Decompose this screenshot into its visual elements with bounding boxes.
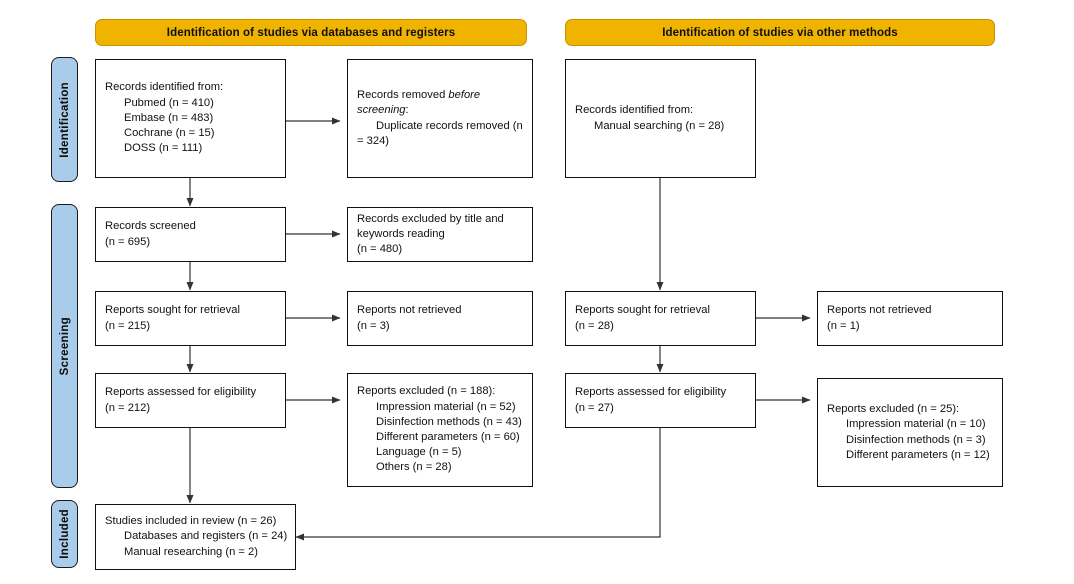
stage-label-identification: Identification <box>51 57 78 182</box>
box-line: Others (n = 28) <box>376 461 452 474</box>
box-line: Disinfection methods (n = 3) <box>846 433 986 446</box>
box-line: DOSS (n = 111) <box>124 142 203 155</box>
box-line: Records excluded by title and <box>357 212 504 225</box>
box-line: Reports assessed for eligibility <box>575 386 727 399</box>
box-line: (n = 1) <box>827 319 860 332</box>
box-line: Duplicate records removed (n <box>376 119 523 132</box>
box-line: keywords reading <box>357 227 445 240</box>
box-line: (n = 480) <box>357 243 403 256</box>
box-line: Disinfection methods (n = 43) <box>376 415 522 428</box>
box-line: = 324) <box>357 134 390 147</box>
box-line: Reports assessed for eligibility <box>105 386 257 399</box>
box-reports-excluded-databases: Reports excluded (n = 188): Impression m… <box>347 373 533 487</box>
box-line: Language (n = 5) <box>376 446 462 459</box>
stage-label-screening-text: Screening <box>58 316 71 376</box>
box-records-removed-before-screening: Records removed before screening: Duplic… <box>347 59 533 178</box>
box-line: (n = 28) <box>575 319 614 332</box>
box-line: Pubmed (n = 410) <box>124 96 214 109</box>
box-line: Studies included in review (n = 26) <box>105 515 277 528</box>
box-line-emphasis: before <box>448 89 481 102</box>
box-line-text: : <box>405 104 409 117</box>
box-line: Impression material (n = 10) <box>846 418 986 431</box>
box-line: Manual searching (n = 28) <box>594 119 725 132</box>
box-reports-sought-databases: Reports sought for retrieval (n = 215) <box>95 291 286 346</box>
box-line: Different parameters (n = 60) <box>376 431 520 443</box>
box-line: Embase (n = 483) <box>124 111 214 124</box>
box-reports-sought-other: Reports sought for retrieval (n = 28) <box>565 291 756 346</box>
stage-label-screening: Screening <box>51 204 78 488</box>
box-line: Databases and registers (n = 24) <box>124 530 288 543</box>
box-line: Records screened <box>105 220 196 233</box>
stage-label-included: Included <box>51 500 78 568</box>
box-line: Reports not retrieved <box>827 304 932 317</box>
box-reports-not-retrieved-databases: Reports not retrieved (n = 3) <box>347 291 533 346</box>
box-line: Records identified from: <box>105 81 224 94</box>
box-records-screened: Records screened (n = 695) <box>95 207 286 262</box>
box-line: Records identified from: <box>575 104 694 117</box>
box-line: Different parameters (n = 12) <box>846 448 990 461</box>
box-reports-not-retrieved-other: Reports not retrieved (n = 1) <box>817 291 1003 346</box>
box-line: Reports not retrieved <box>357 304 462 317</box>
stage-label-included-text: Included <box>58 509 71 559</box>
box-records-identified-other: Records identified from: Manual searchin… <box>565 59 756 178</box>
box-records-identified-databases: Records identified from: Pubmed (n = 410… <box>95 59 286 178</box>
box-reports-assessed-databases: Reports assessed for eligibility (n = 21… <box>95 373 286 428</box>
box-line: Reports sought for retrieval <box>575 304 710 317</box>
box-line-emphasis: screening <box>357 104 406 117</box>
header-other-methods: Identification of studies via other meth… <box>565 19 995 46</box>
box-line: (n = 695) <box>105 235 151 248</box>
box-line: Reports excluded (n = 188): <box>357 385 496 398</box>
box-reports-assessed-other: Reports assessed for eligibility (n = 27… <box>565 373 756 428</box>
box-studies-included: Studies included in review (n = 26) Data… <box>95 504 296 570</box>
box-line: Reports excluded (n = 25): <box>827 403 960 416</box>
header-databases-registers: Identification of studies via databases … <box>95 19 527 46</box>
box-line: Impression material (n = 52) <box>376 400 516 413</box>
box-records-excluded-title-keywords: Records excluded by title and keywords r… <box>347 207 533 262</box>
box-line: (n = 27) <box>575 401 614 414</box>
box-line: screening: <box>357 103 523 118</box>
box-line: (n = 3) <box>357 319 390 332</box>
box-line: Records removed before <box>357 88 523 103</box>
box-line: (n = 212) <box>105 401 151 414</box>
box-reports-excluded-other: Reports excluded (n = 25): Impression ma… <box>817 378 1003 487</box>
box-line: Reports sought for retrieval <box>105 304 240 317</box>
box-line: Cochrane (n = 15) <box>124 127 215 140</box>
stage-label-identification-text: Identification <box>58 81 71 158</box>
box-line: Manual researching (n = 2) <box>124 545 259 558</box>
box-line-text: Records removed <box>357 89 449 102</box>
box-line: (n = 215) <box>105 319 151 332</box>
